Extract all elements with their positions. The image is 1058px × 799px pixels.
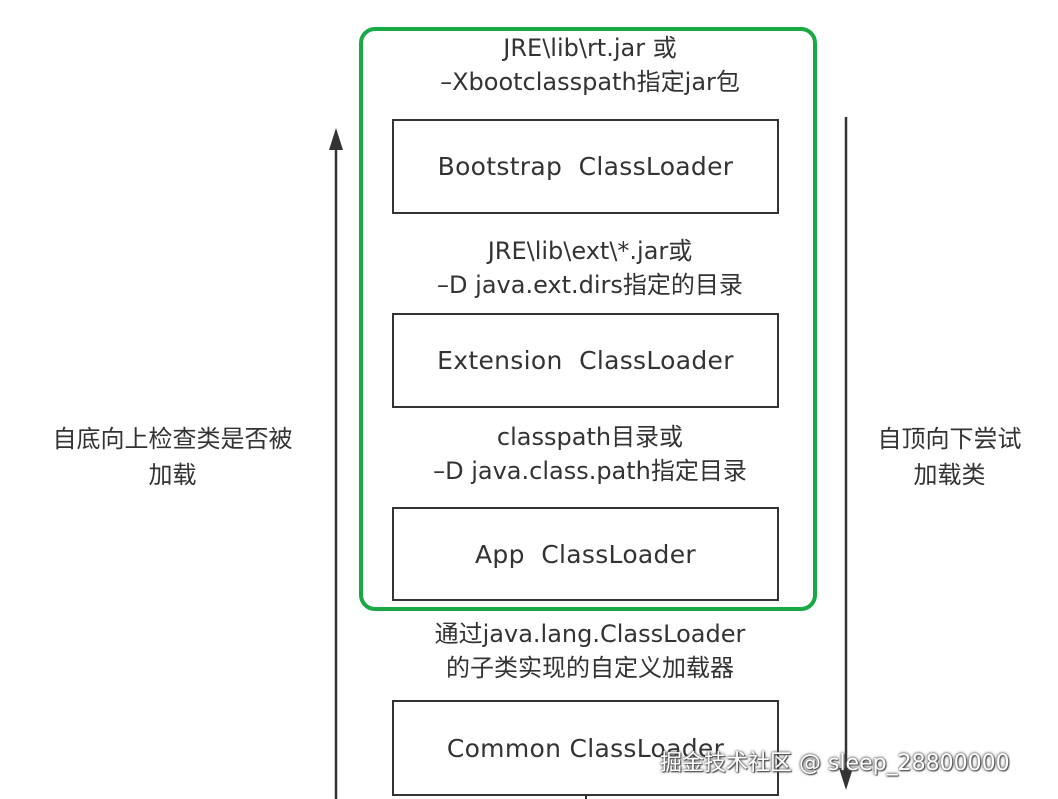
common-description-line1: 通过java.lang.ClassLoader: [434, 620, 746, 648]
app-description-line1: classpath目录或: [496, 423, 684, 451]
app-classloader-label: App ClassLoader: [475, 539, 696, 569]
extension-description: JRE\lib\ext\*.jar或 –D java.ext.dirs指定的目录: [380, 234, 800, 302]
extension-classloader-box: Extension ClassLoader: [392, 313, 779, 408]
downward-arrow-icon: [839, 117, 853, 790]
bootstrap-classloader-box: Bootstrap ClassLoader: [392, 119, 779, 214]
bootstrap-description: JRE\lib\rt.jar 或 –Xbootclasspath指定jar包: [380, 31, 800, 99]
common-description-line2: 的子类实现的自定义加载器: [446, 654, 734, 682]
bottom-up-check-label-line2: 加载: [148, 461, 197, 489]
extension-description-line1: JRE\lib\ext\*.jar或: [487, 237, 693, 265]
common-classloader-box: Common ClassLoader: [392, 700, 779, 796]
top-down-load-label-line1: 自顶向下尝试: [877, 425, 1022, 453]
app-description: classpath目录或 –D java.class.path指定目录: [380, 420, 800, 488]
extension-description-line2: –D java.ext.dirs指定的目录: [437, 271, 743, 299]
app-classloader-box: App ClassLoader: [392, 507, 779, 601]
app-description-line2: –D java.class.path指定目录: [433, 457, 747, 485]
bottom-up-check-label-line1: 自底向上检查类是否被: [52, 425, 293, 453]
bootstrap-description-line2: –Xbootclasspath指定jar包: [440, 68, 740, 96]
common-description: 通过java.lang.ClassLoader 的子类实现的自定义加载器: [380, 617, 800, 685]
extension-classloader-label: Extension ClassLoader: [437, 346, 734, 375]
upward-arrow-icon: [329, 128, 343, 799]
common-classloader-label: Common ClassLoader: [446, 733, 725, 763]
bootstrap-description-line1: JRE\lib\rt.jar 或: [503, 34, 677, 62]
bottom-up-check-label: 自底向上检查类是否被 加载: [30, 421, 315, 493]
watermark: 掘金技术社区 @ sleep_28800000: [660, 751, 1010, 776]
builtin-loaders-frame: [359, 27, 817, 611]
bootstrap-classloader-label: Bootstrap ClassLoader: [437, 152, 734, 181]
top-down-load-label: 自顶向下尝试 加载类: [862, 421, 1037, 493]
top-down-load-label-line2: 加载类: [913, 461, 986, 489]
